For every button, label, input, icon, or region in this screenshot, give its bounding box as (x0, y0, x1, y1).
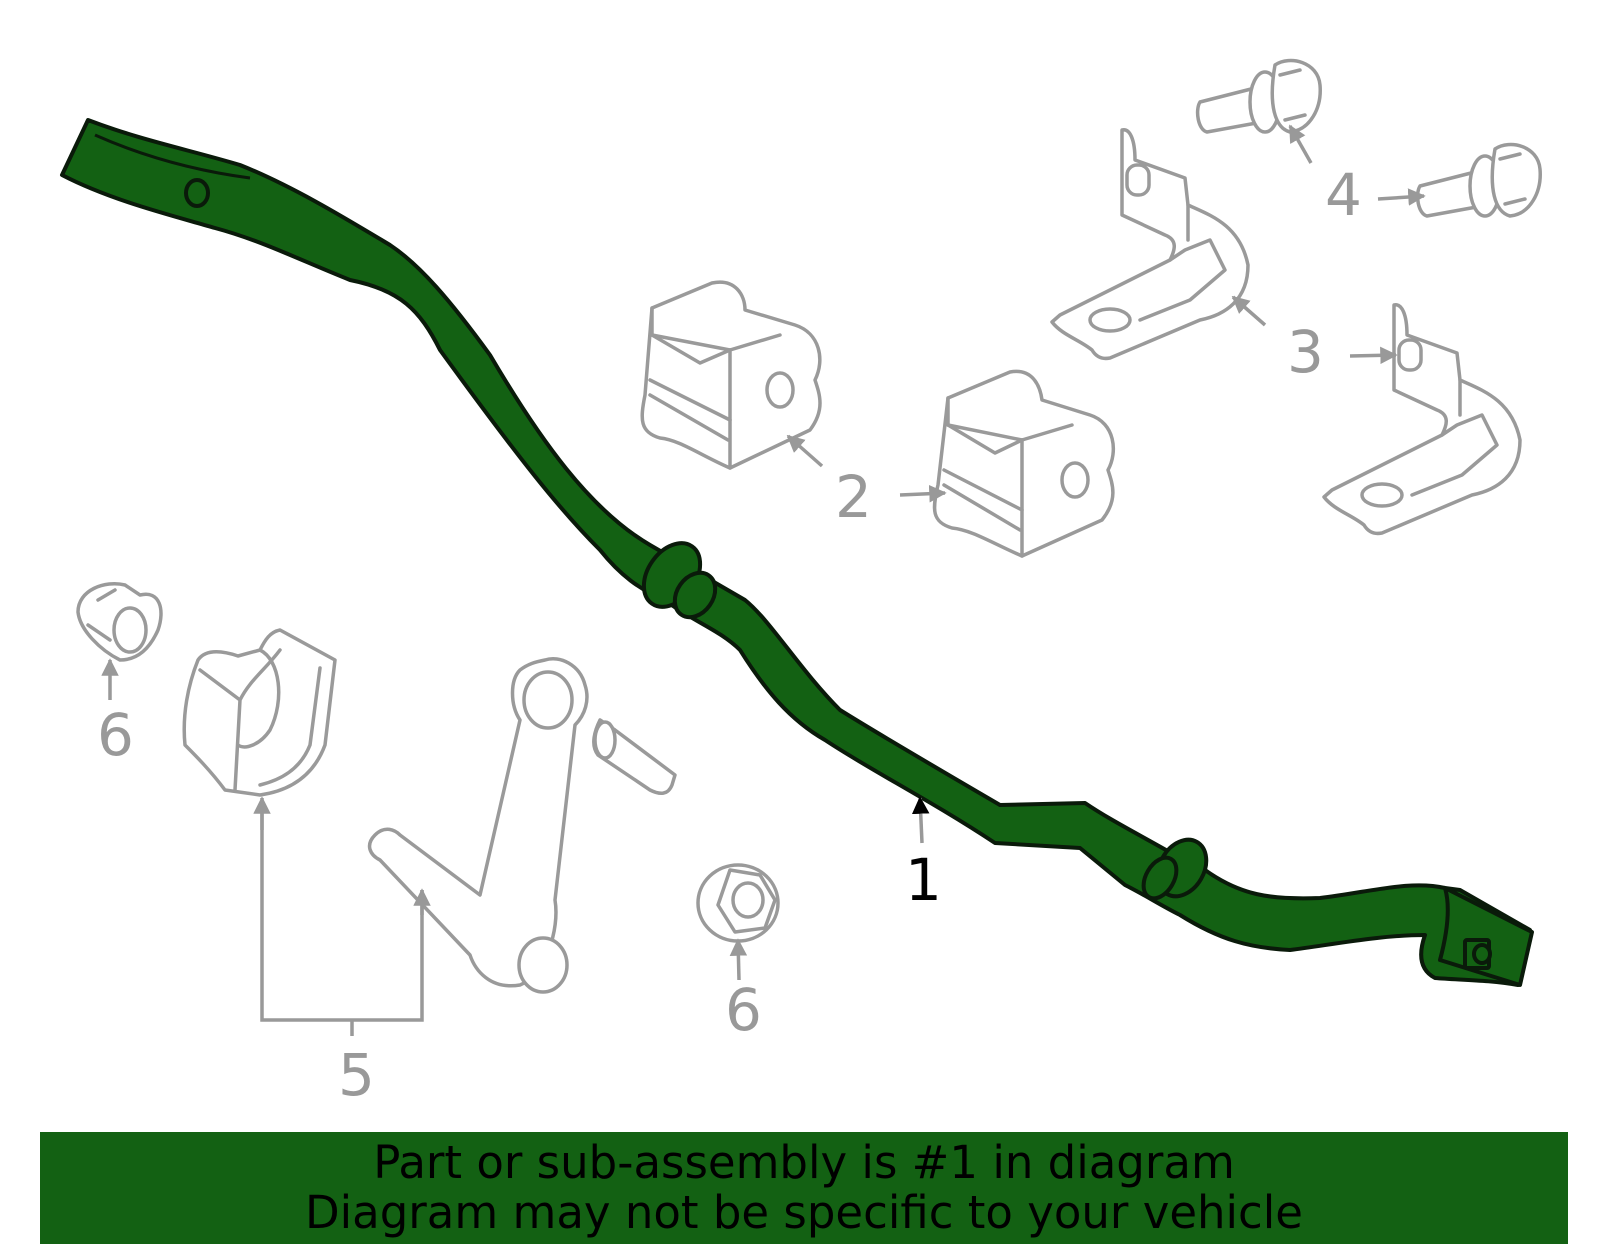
banner-line-1: Part or sub-assembly is #1 in diagram (373, 1136, 1235, 1189)
bushing-upper-left (640, 280, 822, 470)
nut-lower (696, 863, 780, 943)
banner-line-2: Diagram may not be specific to your vehi… (305, 1186, 1303, 1239)
nut-upper (76, 582, 163, 662)
callout-5: 5 (338, 1041, 375, 1109)
stabilizer-link (367, 657, 677, 994)
callout-1: 1 (905, 846, 942, 914)
callout-4: 4 (1325, 161, 1362, 229)
bracket-upper (1050, 128, 1250, 361)
callout-6-upper: 6 (97, 701, 134, 769)
callout-3: 3 (1287, 318, 1324, 386)
callout-6-lower: 6 (725, 976, 762, 1044)
bracket-lower (1322, 303, 1522, 536)
stabilizer-bar (60, 118, 1534, 987)
bushing-lower (182, 628, 337, 797)
bolt-upper (1195, 58, 1322, 134)
bushing-upper-right (932, 369, 1116, 558)
callout-2: 2 (835, 463, 872, 531)
bolt-lower (1415, 142, 1542, 218)
info-banner: Part or sub-assembly is #1 in diagram Di… (40, 1132, 1568, 1244)
leader-lines (101, 124, 1426, 1036)
